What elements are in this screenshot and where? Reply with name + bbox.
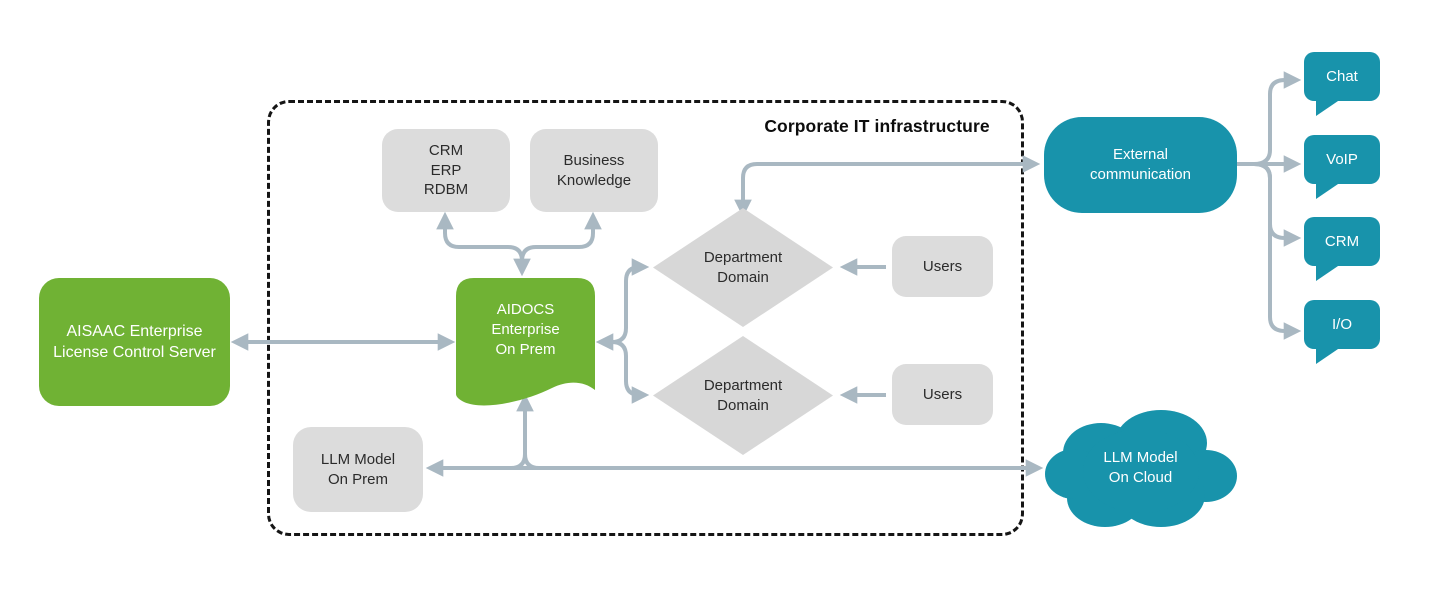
- department-domain-2-label: Department Domain: [703, 376, 783, 414]
- node-crm-erp-rdbm: CRM ERP RDBM: [382, 129, 510, 212]
- voip-label: VoIP: [1326, 150, 1358, 168]
- node-crm: CRM: [1304, 217, 1380, 281]
- llm-on-prem-label: LLM Model On Prem: [320, 450, 396, 488]
- connector-external-communication-crm: [1253, 162, 1302, 247]
- node-llm-on-prem: LLM Model On Prem: [293, 427, 423, 512]
- connector-external-communication-io: [1253, 162, 1302, 340]
- users-2-label: Users: [922, 385, 963, 403]
- node-io: I/O: [1304, 300, 1380, 364]
- node-users-1: Users: [892, 236, 993, 297]
- diagram-title: Corporate IT infrastructure: [764, 116, 990, 136]
- chat-label: Chat: [1326, 67, 1358, 85]
- external-communication-label: External communication: [1090, 146, 1191, 183]
- business-knowledge-label: Business Knowledge: [556, 151, 632, 189]
- connector-aidocs-department-domain-1: [595, 258, 650, 351]
- node-users-2: Users: [892, 364, 993, 425]
- connector-aidocs-business-knowledge: [520, 211, 602, 262]
- connector-aidocs-department-domain-2: [611, 340, 650, 404]
- connector-external-communication-chat: [1253, 71, 1302, 166]
- node-aidocs: AIDOCS Enterprise On Prem: [456, 278, 595, 412]
- cloud-shape: [1045, 410, 1237, 527]
- io-label: I/O: [1331, 315, 1352, 333]
- license-server-label: AISAAC Enterprise License Control Server: [53, 322, 216, 361]
- llm-on-cloud-label: LLM Model On Cloud: [1103, 449, 1178, 486]
- crm-label: CRM: [1324, 232, 1360, 250]
- node-llm-on-cloud: LLM Model On Cloud: [1043, 401, 1238, 535]
- crm-erp-rdbm-label: CRM ERP RDBM: [423, 141, 469, 199]
- aidocs-label: AIDOCS Enterprise On Prem: [491, 301, 560, 358]
- node-license-server: AISAAC Enterprise License Control Server: [39, 278, 230, 406]
- department-domain-1-label: Department Domain: [703, 248, 783, 286]
- corporate-it-boundary: [267, 100, 1024, 536]
- node-business-knowledge: Business Knowledge: [530, 129, 658, 212]
- node-chat: Chat: [1304, 52, 1380, 116]
- document-shape: [456, 278, 595, 406]
- connector-llm-line-aidocs-fillet: [523, 453, 540, 470]
- node-voip: VoIP: [1304, 135, 1380, 199]
- connector-department-domain-1-external-communication: [734, 155, 1041, 218]
- connector-aidocs-crm-erp-rdbm: [436, 211, 531, 277]
- node-external-communication: External communication: [1044, 117, 1237, 213]
- users-1-label: Users: [922, 257, 963, 275]
